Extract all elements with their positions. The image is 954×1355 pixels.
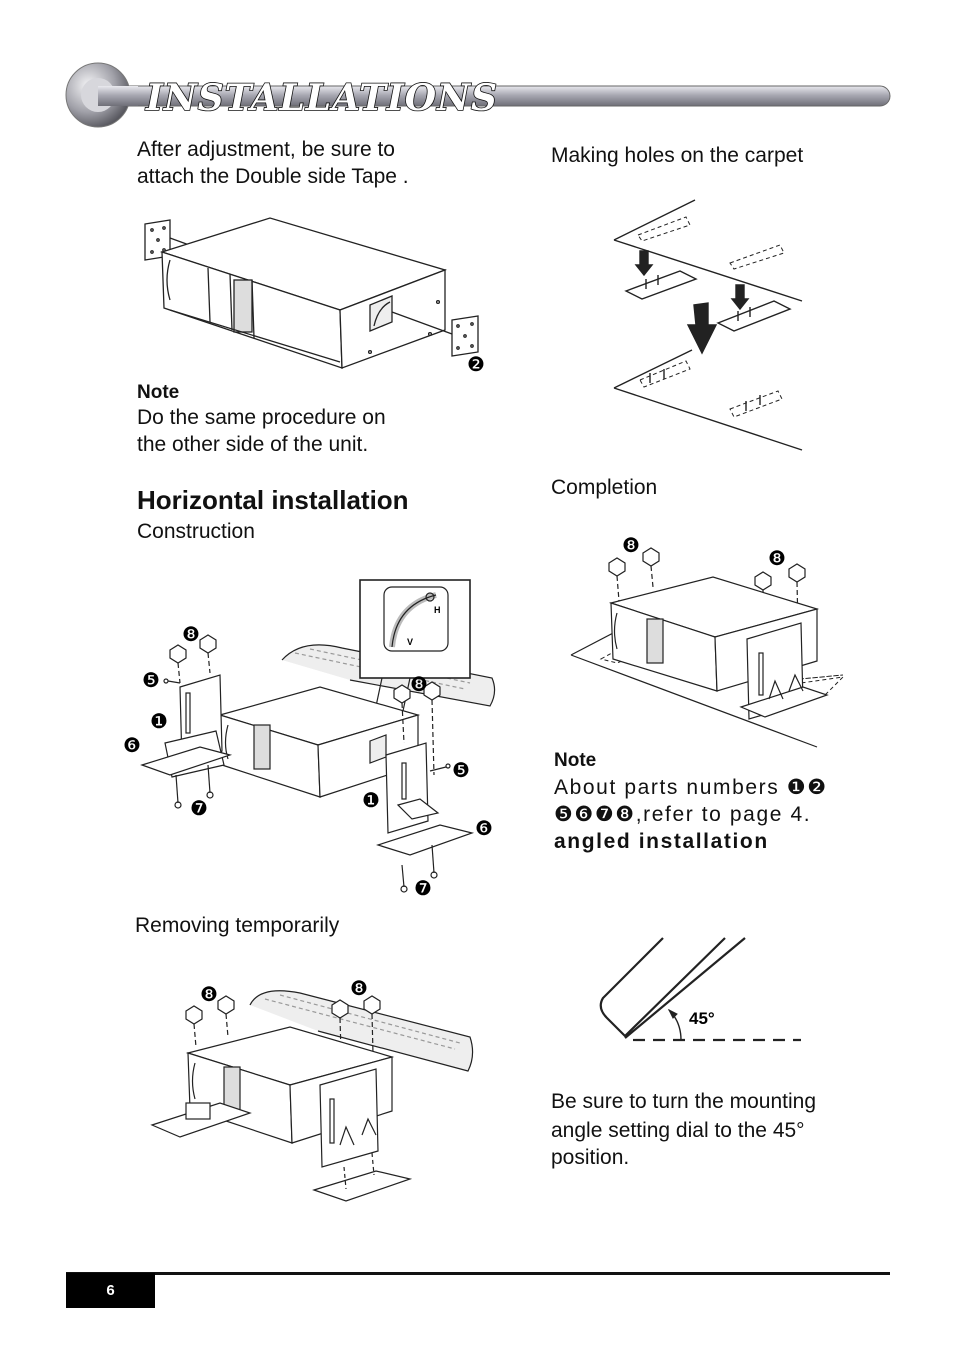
note-2-line-2: ❺❻❼❽,refer to page 4.	[554, 803, 812, 826]
intro-line-2: attach the Double side Tape .	[137, 165, 409, 188]
callout-2: ❷	[467, 352, 485, 376]
section-heading-horizontal: Horizontal installation	[137, 485, 409, 515]
callout-1a: ❶	[150, 709, 168, 733]
completion-callout-8b: ❽	[768, 546, 786, 570]
note-2-label: Note	[554, 750, 597, 771]
unit-tape-figure: ❷	[144, 217, 485, 376]
dial-label-h: H	[434, 605, 441, 615]
note-2-line-3: angled installation	[554, 830, 769, 853]
completion-callout-8a: ❽	[622, 533, 640, 557]
angle-label: 45°	[689, 1009, 715, 1028]
removing-figure: ❽ ❽	[150, 976, 474, 1202]
note-1-line-2: the other side of the unit.	[137, 433, 369, 456]
construction-figure: H V ❽ ❺ ❶ ❻ ❼ ❽ ❺ ❶ ❻ ❼	[123, 579, 496, 900]
page-title: INSTALLATIONS	[145, 77, 498, 119]
removing-callout-8a: ❽	[200, 982, 218, 1006]
final-line-1: Be sure to turn the mounting	[551, 1090, 816, 1113]
callout-5b: ❺	[452, 758, 470, 782]
final-line-3: position.	[551, 1146, 630, 1169]
intro-line-1: After adjustment, be sure to	[137, 138, 395, 161]
callout-6a: ❻	[123, 733, 141, 757]
removing-caption: Removing temporarily	[135, 914, 340, 937]
callout-7b: ❼	[414, 876, 432, 900]
note-1-label: Note	[137, 382, 180, 403]
carpet-holes-figure	[613, 199, 803, 451]
callout-7a: ❼	[190, 796, 208, 820]
footer-rule	[66, 1272, 890, 1275]
callout-6b: ❻	[475, 816, 493, 840]
completion-figure: ❽ ❽	[570, 533, 845, 748]
callout-1b: ❶	[362, 788, 380, 812]
angled-figure: 45°	[599, 937, 801, 1042]
callout-8b: ❽	[410, 672, 428, 696]
completion-caption: Completion	[551, 476, 658, 499]
callout-8a: ❽	[182, 622, 200, 646]
note-1: Note Do the same procedure on the other …	[137, 382, 386, 458]
note-2: Note About parts numbers ❶❷ ❺❻❼❽,refer t…	[554, 750, 846, 855]
holes-caption: Making holes on the carpet	[551, 144, 804, 167]
intro-text: After adjustment, be sure to attach the …	[137, 136, 409, 190]
final-line-2: angle setting dial to the 45°	[551, 1119, 805, 1142]
removing-callout-8b: ❽	[350, 976, 368, 1000]
note-1-line-1: Do the same procedure on	[137, 406, 386, 429]
construction-caption: Construction	[137, 520, 255, 543]
header-banner: INSTALLATIONS	[65, 62, 891, 128]
callout-5a: ❺	[142, 668, 160, 692]
final-instruction: Be sure to turn the mounting angle setti…	[551, 1088, 816, 1171]
note-2-line-1: About parts numbers ❶❷	[554, 776, 828, 799]
dial-label-v: V	[407, 637, 413, 647]
page-number: 6	[66, 1273, 155, 1308]
